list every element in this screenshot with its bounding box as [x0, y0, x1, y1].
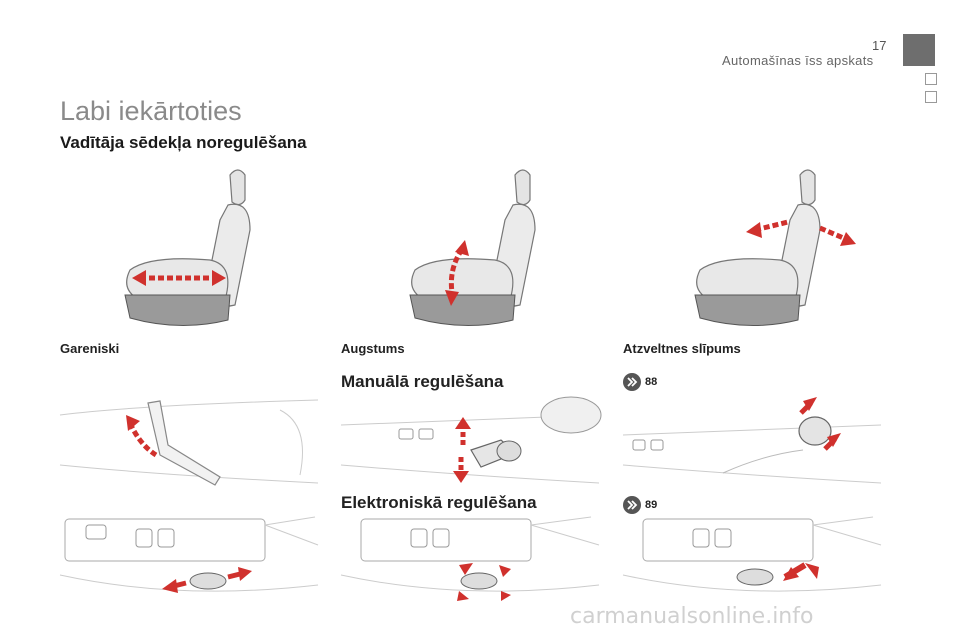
seat-height-illustration	[409, 169, 536, 327]
double-chevron-right-icon[interactable]	[623, 373, 641, 391]
manual-height-lever-illustration	[340, 396, 602, 484]
caption-height: Augstums	[341, 341, 405, 356]
caption-backrest: Atzveltnes slīpums	[623, 341, 741, 356]
electronic-backrest-switch-illustration	[622, 516, 882, 592]
seat-backrest-illustration	[694, 169, 856, 327]
footer-watermark: carmanualsonline.info	[570, 604, 814, 629]
electronic-height-switch-illustration	[340, 516, 600, 601]
caption-lengthwise: Gareniski	[60, 341, 120, 356]
page-title: Labi iekārtoties	[60, 96, 242, 126]
electronic-adjustment-heading: Elektroniskā regulēšana	[341, 493, 537, 512]
electronic-lengthwise-switch-illustration	[59, 516, 319, 593]
page-reference-manual[interactable]: 88	[645, 376, 658, 388]
chapter-tab-active[interactable]	[903, 34, 935, 66]
manual-adjustment-heading: Manuālā regulēšana	[341, 372, 504, 391]
section-header-title: Automašīnas īss apskats	[722, 53, 874, 68]
section-subtitle: Vadītāja sēdekļa noregulēšana	[60, 133, 307, 152]
chapter-tab[interactable]	[925, 91, 937, 103]
page-reference-electronic[interactable]: 89	[645, 499, 658, 511]
page-number: 17	[872, 38, 887, 53]
manual-lengthwise-lever-illustration	[59, 399, 319, 486]
chapter-tab[interactable]	[925, 73, 937, 85]
manual-backrest-knob-illustration	[622, 397, 882, 484]
double-chevron-right-icon[interactable]	[623, 496, 641, 514]
seat-lengthwise-illustration	[124, 169, 251, 327]
